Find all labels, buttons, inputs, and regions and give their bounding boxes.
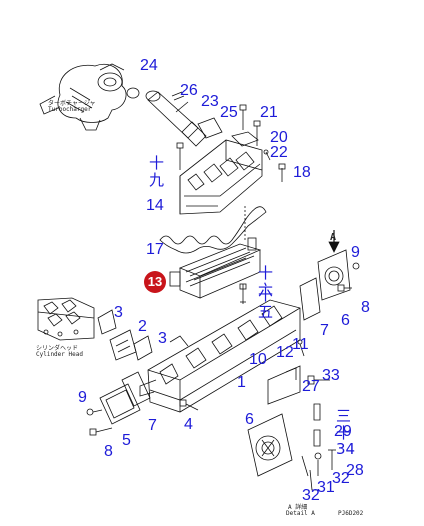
connector-pipe-drawing: [145, 90, 207, 147]
callout-26: 26: [180, 82, 198, 99]
callout-4: 4: [184, 416, 193, 433]
cylinder-head-jp-label: シリンダヘッド: [36, 345, 79, 352]
detail-jp-label: A 詳細: [288, 504, 308, 511]
callout-25: 25: [220, 104, 238, 121]
callout-9-lower: 9: [78, 389, 87, 406]
cylinder-head-en-label: Cylinder Head: [36, 351, 83, 358]
callout-1: 1: [237, 374, 246, 391]
callout-20: 20: [270, 129, 288, 146]
callout-11: 11: [292, 336, 309, 353]
end-cover-left-drawing: [86, 371, 199, 436]
bolts-upper-drawing: [176, 104, 286, 182]
turbocharger-jp-label: ターボチャージャ: [48, 100, 96, 107]
callout-32-lower: 32: [302, 487, 320, 504]
callout-34: 34: [336, 440, 356, 458]
callout-13-badge: 13: [144, 271, 166, 293]
callout-3-right: 3: [158, 330, 167, 347]
callout-9-upper: 9: [351, 244, 360, 261]
callout-24: 24: [140, 57, 158, 74]
ring-seal-drawing: [126, 87, 140, 99]
callout-15: 十五: [258, 286, 274, 321]
callout-28: 28: [346, 462, 364, 479]
callout-27: 27: [302, 378, 320, 395]
cooler-core-drawing: [169, 237, 262, 299]
callout-6-upper: 6: [341, 312, 350, 329]
callout-7-lower: 7: [148, 417, 157, 434]
callout-5: 5: [122, 432, 131, 449]
gasket-17-drawing: [159, 206, 267, 254]
detail-en-label: Detail A: [286, 510, 315, 517]
callout-32-upper: 32: [332, 470, 350, 487]
callout-8-upper: 8: [361, 299, 370, 316]
callout-2: 2: [138, 318, 147, 335]
callout-12: 12: [276, 344, 294, 361]
plate-2-drawing: [109, 329, 137, 361]
callout-33: 33: [322, 367, 340, 384]
gasket-25-drawing: [197, 117, 223, 139]
callout-6-lower: 6: [245, 411, 254, 428]
callout-23: 23: [201, 93, 219, 110]
callout-30: 三十: [336, 407, 352, 442]
cylinder-head-drawing: [37, 297, 95, 341]
callout-29: 29: [334, 423, 352, 440]
arrow-a-label: A: [330, 232, 337, 243]
detail-a-drawing: [247, 339, 336, 491]
callout-3-left: 3: [114, 304, 123, 321]
callout-18: 18: [293, 164, 311, 181]
callout-19: 十九: [149, 154, 165, 189]
upper-manifold-drawing: [179, 131, 263, 215]
callout-7-upper: 7: [320, 322, 329, 339]
callout-16: 十六: [258, 264, 274, 299]
callout-10: 10: [249, 351, 267, 368]
gasket-3-left-drawing: [97, 309, 117, 335]
callout-8-lower: 8: [104, 443, 113, 460]
turbocharger-drawing: [39, 63, 127, 131]
callout-14: 14: [146, 197, 164, 214]
drawing-code: PJ6D202: [338, 510, 364, 517]
turbocharger-en-label: Turbocharger: [48, 106, 92, 113]
callout-21: 21: [260, 104, 278, 121]
callout-22: 22: [270, 144, 288, 161]
end-cover-right-drawing: [299, 230, 360, 321]
callout-17: 17: [146, 241, 164, 258]
gasket-3-right-drawing: [133, 335, 153, 361]
callout-31: 31: [317, 479, 335, 496]
